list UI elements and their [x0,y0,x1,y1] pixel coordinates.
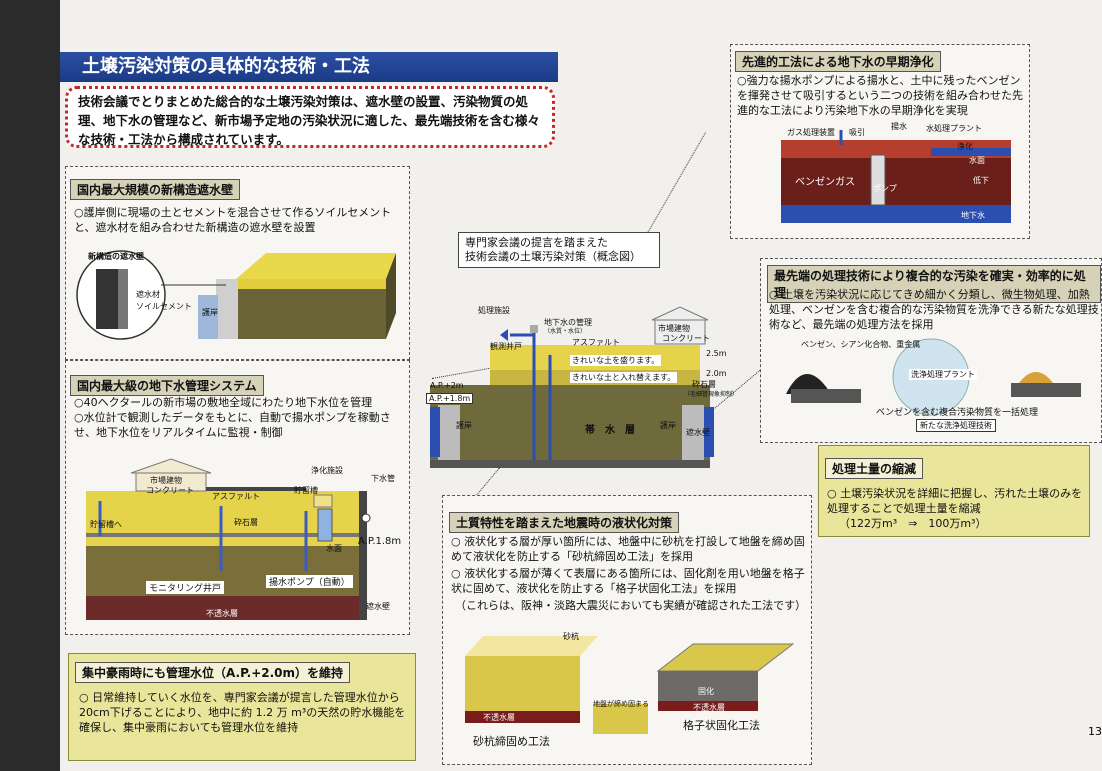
wall-panel: 国内最大規模の新構造遮水壁 ○護岸側に現場の土とセメントを混合させて作るソイルセ… [65,166,410,360]
groundwater-diagram [86,458,371,620]
c-clean-fill: きれいな土を盛ります。 [570,355,662,366]
adv-suction: 吸引 [849,128,865,137]
gw-reservoir: 貯留槽へ [90,520,122,529]
adv-diagram [781,130,1011,223]
concept-diagram: 処理施設 地下水の管理 （水質・水位） 市場建物 コンクリート アスファルト 観… [420,295,738,475]
adv-underground: 地下水 [961,211,985,220]
gw-concrete: コンクリート [146,486,194,495]
c-gravel: 砕石層 [692,380,716,389]
liq-body2: ○ 液状化する層が薄くて表層にある箇所には、固化剤を用い地盤を格子状に固めて、液… [451,567,805,595]
treat-contaminants: ベンゼン、シアン化合物、重金属 [801,340,921,349]
c-concrete: コンクリート [662,334,710,343]
groundwater-header: 国内最大級の地下水管理システム [70,375,264,396]
c-facility: 処理施設 [478,306,510,315]
wall-label-soil: ソイルセメント [136,302,192,311]
adv-pump: ポンプ [873,184,897,193]
c-ap2: A.P.+2m [430,381,464,390]
concept-caption1: 専門家会議の提言を踏まえた [465,236,608,249]
adv-header: 先進的工法による地下水の早期浄化 [735,51,941,72]
c-aquifer: 帯 水 層 [585,425,635,436]
liq-diagram [465,636,795,734]
intro-text: 技術会議でとりまとめた総合的な土壌汚染対策は、遮水壁の設置、汚染物質の処理、地下… [65,86,555,148]
reduction-header: 処理土量の縮減 [825,458,924,479]
gw-purify: 浄化施設 [311,466,343,475]
c-d25: 2.5m [706,349,727,358]
treat-header: 最先端の処理技術により複合的な汚染を確実・効率的に処理 [767,265,1101,303]
treat-body: ○ 土壌を汚染状況に応じてきめ細かく分類し、微生物処理、加熱処理、ベンゼンを含む… [769,288,1099,331]
adv-pumping: 揚水 [891,122,907,131]
liq-imp2: 不透水層 [693,703,725,712]
liq-body3: （これらは、阪神・淡路大震災においても実績が確認された工法です） [455,599,807,612]
adv-gas: ガス処理装置 [787,128,835,137]
liq-method2: 格子状固化工法 [683,719,760,732]
c-seawall-r: 護岸 [660,421,676,430]
adv-water-plant: 水処理プラント [926,124,982,133]
c-ap18: A.P.+1.8m [426,393,474,404]
treat-caption: ベンゼンを含む複合汚染物質を一括処理 [876,408,1039,418]
c-gravel-sub: （毛細管現象抑制） [684,391,739,398]
c-building: 市場建物 [658,324,690,333]
treat-plant: 洗浄処理プラント [909,369,977,380]
wall-diagram [76,250,396,340]
heavyrain-header: 集中豪雨時にも管理水位（A.P.+2.0m）を維持 [75,662,351,683]
groundwater-panel: 国内最大級の地下水管理システム ○40ヘクタールの新市場の敷地全域にわたり地下水… [65,360,410,635]
liq-method1: 砂杭締固め工法 [473,735,550,748]
treatment-panel: 最先端の処理技術により複合的な汚染を確実・効率的に処理 ○ 土壌を汚染状況に応じ… [760,258,1102,443]
concept-caption2: 技術会議の土壌汚染対策（概念図） [465,250,641,263]
c-barrier: 遮水壁 [686,428,710,437]
c-asphalt: アスファルト [572,338,620,347]
gw-gravel: 砕石層 [234,518,258,527]
wall-header: 国内最大規模の新構造遮水壁 [70,179,241,200]
gw-ap: A.P.1.8m [358,536,402,547]
treat-new-tech: 新たな洗浄処理技術 [916,419,996,432]
connector-line [640,132,706,246]
liq-imp1: 不透水層 [483,713,515,722]
gw-tank: 貯留槽 [294,486,318,495]
groundwater-body1: ○40ヘクタールの新市場の敷地全域にわたり地下水位を管理 [74,396,373,409]
reduction-body: ○ 土壌汚染状況を詳細に把握し、汚れた土壌のみを処理することで処理土量を縮減 [827,487,1083,515]
adv-surface: 水面 [969,156,985,165]
c-well: 観測井戸 [490,342,522,351]
gw-asphalt: アスファルト [212,492,260,501]
adv-drop: 低下 [973,176,989,185]
page-title: 土壌汚染対策の具体的な技術・工法 [60,52,558,82]
concept-caption-box: 専門家会議の提言を踏まえた 技術会議の土壌汚染対策（概念図） [458,232,660,268]
wall-label-seawall: 護岸 [202,308,218,317]
liq-solid: 固化 [698,687,714,696]
reduction-panel: 処理土量の縮減 ○ 土壌汚染状況を詳細に把握し、汚れた土壌のみを処理することで処… [818,445,1090,537]
liquefaction-panel: 土質特性を踏まえた地震時の液状化対策 ○ 液状化する層が厚い箇所には、地盤中に砂… [442,495,812,765]
gw-barrier: 遮水壁 [366,602,390,611]
c-d20: 2.0m [706,369,727,378]
gw-sewer: 下水管 [371,474,395,483]
gw-building: 市場建物 [150,476,182,485]
heavyrain-panel: 集中豪雨時にも管理水位（A.P.+2.0m）を維持 ○ 日常維持していく水位を、… [68,653,416,761]
gw-surface: 水面 [326,544,342,553]
liq-body1: ○ 液状化する層が厚い箇所には、地盤中に砂杭を打設して地盤を締め固めて液状化を防… [451,535,805,563]
adv-body: ○強力な揚水ポンプによる揚水と、土中に残ったベンゼンを揮発させて吸引するという二… [737,74,1023,117]
wall-body: ○護岸側に現場の土とセメントを混合させて作るソイルセメントと、遮水材を組み合わせ… [74,206,392,234]
gw-impermeable: 不透水層 [206,609,238,618]
liq-compacted: 地盤が締め固まる [593,700,649,708]
wall-circle-title: 新構造の遮水壁 [88,252,144,261]
advanced-panel: 先進的工法による地下水の早期浄化 ○強力な揚水ポンプによる揚水と、土中に残ったベ… [730,44,1030,239]
wall-label-seal: 遮水材 [136,290,160,299]
c-clean-replace: きれいな土と入れ替えます。 [570,372,678,383]
brochure-page: 土壌汚染対策の具体的な技術・工法 技術会議でとりまとめた総合的な土壌汚染対策は、… [60,0,1102,771]
liq-pile: 砂杭 [563,632,579,641]
heavyrain-body: ○ 日常維持していく水位を、専門家会議が提言した管理水位から20cm下げることに… [79,691,406,734]
groundwater-body2: ○水位計で観測したデータをもとに、自動で揚水ポンプを稼動させ、地下水位をリアルタ… [74,411,391,439]
reduction-formula: （122万m³ ⇒ 100万m³） [839,517,987,530]
c-gw-sub: （水質・水位） [544,328,587,335]
adv-clean: 浄化 [957,142,973,151]
adv-benzene: ベンゼンガス [795,177,855,188]
gw-pump: 揚水ポンプ（自動） [266,575,353,588]
c-gw: 地下水の管理 [544,318,592,327]
c-seawall-l: 護岸 [456,421,472,430]
page-number: 13 [1088,725,1102,738]
gw-well: モニタリング井戸 [146,581,225,594]
liq-header: 土質特性を踏まえた地震時の液状化対策 [449,512,680,533]
